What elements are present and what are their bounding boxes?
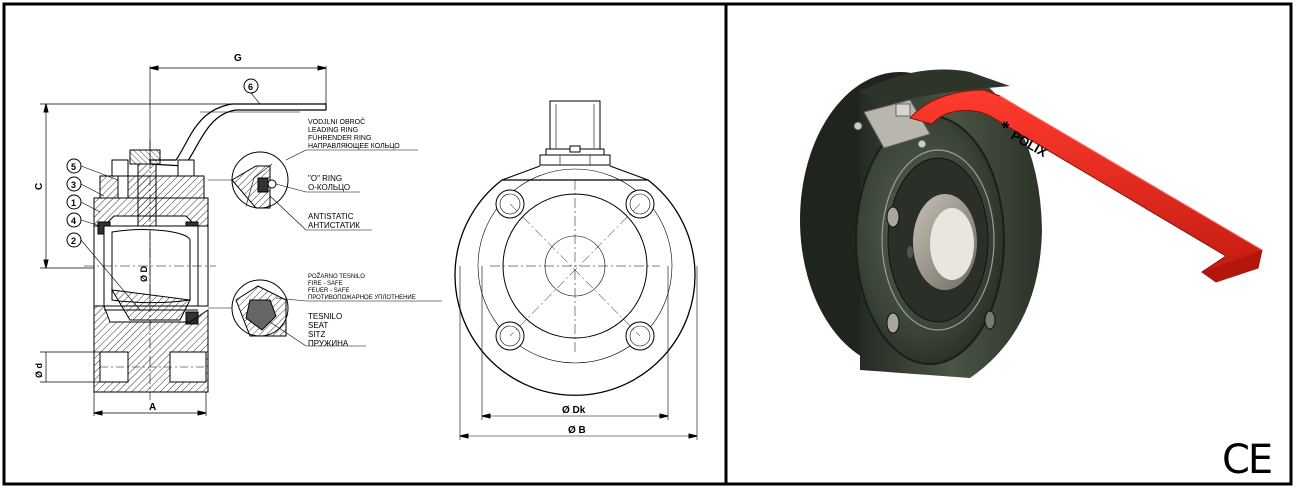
part-5-number: 5 bbox=[71, 162, 76, 172]
section-view bbox=[40, 65, 442, 416]
seat-callout: TESNILO SEAT SITZ ПРУЖИНА bbox=[308, 312, 349, 348]
product-render: POLIX ✱ bbox=[800, 69, 1263, 378]
svg-text:SEAT: SEAT bbox=[308, 321, 328, 330]
svg-text:ПРУЖИНА: ПРУЖИНА bbox=[308, 339, 349, 348]
part-1-number: 1 bbox=[71, 198, 76, 208]
svg-text:POŽARNO TESNILO: POŽARNO TESNILO bbox=[308, 272, 365, 280]
svg-text:НАПРАВЛЯЮЩЕЕ КОЛЬЦО: НАПРАВЛЯЮЩЕЕ КОЛЬЦО bbox=[308, 143, 400, 150]
part-2-number: 2 bbox=[71, 236, 76, 246]
front-view bbox=[454, 100, 698, 440]
dim-bore-label: Ø D bbox=[139, 265, 149, 282]
svg-text:SITZ: SITZ bbox=[308, 330, 325, 339]
svg-text:FÜHRENDER RING: FÜHRENDER RING bbox=[308, 134, 371, 142]
svg-text:ПРОТИВОПОЖАРНОЕ УПЛОТНЕНИЕ: ПРОТИВОПОЖАРНОЕ УПЛОТНЕНИЕ bbox=[308, 295, 416, 301]
fire-safe-callout: POŽARNO TESNILO FIRE - SAFE FEUER - SAFE… bbox=[308, 272, 416, 301]
dim-a-label: A bbox=[149, 402, 156, 413]
svg-text:ANTISTATIC: ANTISTATIC bbox=[308, 212, 354, 221]
dim-dk-label: Ø Dk bbox=[562, 405, 586, 416]
dim-c-label: C bbox=[34, 183, 45, 190]
dim-b-label: Ø B bbox=[568, 425, 586, 436]
svg-text:VODJLNI OBROČ: VODJLNI OBROČ bbox=[308, 117, 365, 126]
svg-text:"O" RING: "O" RING bbox=[308, 174, 342, 183]
svg-text:O-КОЛЬЦО: O-КОЛЬЦО bbox=[308, 183, 350, 192]
svg-text:АНТИСТАТИК: АНТИСТАТИК bbox=[308, 221, 360, 230]
antistatic-callout: ANTISTATIC АНТИСТАТИК bbox=[308, 212, 360, 230]
dim-g-label: G bbox=[234, 53, 242, 64]
svg-text:FEUER - SAFE: FEUER - SAFE bbox=[308, 288, 349, 294]
svg-text:FIRE - SAFE: FIRE - SAFE bbox=[308, 281, 343, 287]
leading-ring-callout: VODJLNI OBROČ LEADING RING FÜHRENDER RIN… bbox=[308, 117, 400, 150]
o-ring-callout: "O" RING O-КОЛЬЦО bbox=[308, 174, 350, 192]
dim-d-label: Ø d bbox=[34, 363, 44, 378]
svg-text:LEADING RING: LEADING RING bbox=[308, 127, 358, 134]
svg-text:TESNILO: TESNILO bbox=[308, 312, 342, 321]
part-3-number: 3 bbox=[71, 180, 76, 190]
part-6-number: 6 bbox=[248, 82, 253, 92]
part-4-number: 4 bbox=[71, 216, 76, 226]
ce-certification-mark: CE bbox=[1222, 437, 1273, 483]
